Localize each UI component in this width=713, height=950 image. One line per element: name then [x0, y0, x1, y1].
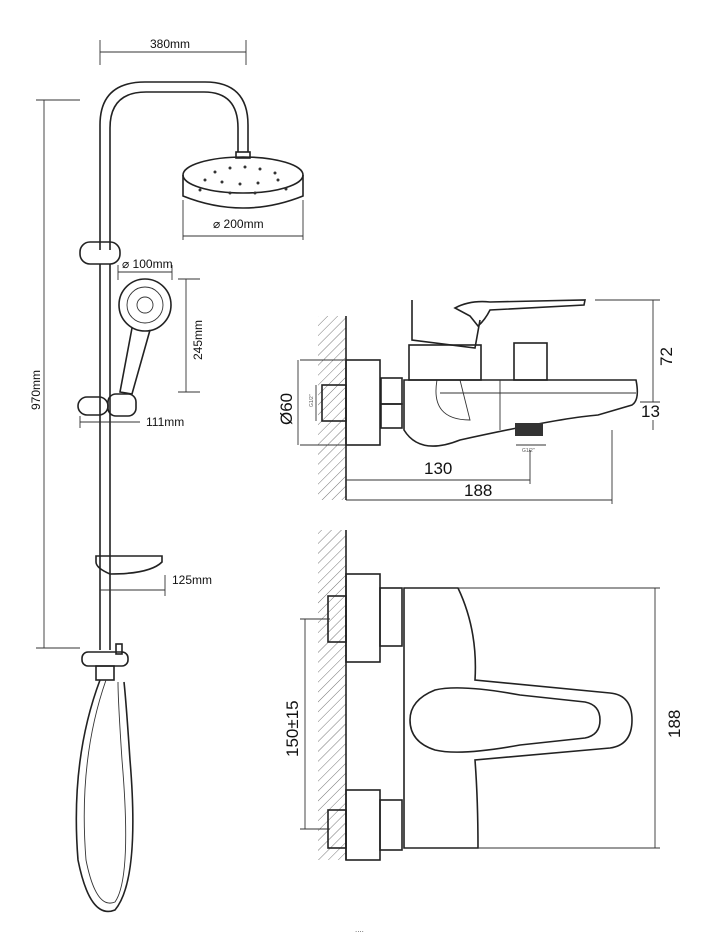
height-label: 72	[657, 347, 676, 366]
hand-shower	[118, 278, 172, 395]
outlet-thread	[515, 423, 543, 436]
lever-handle	[453, 299, 586, 328]
inlet-spacing-label: 150±15	[283, 700, 302, 757]
top-width-label: 188	[665, 710, 684, 738]
shower-set-drawing: 380mm ⌀ 200mm	[29, 37, 304, 913]
wall-hatch	[318, 530, 346, 860]
rain-shower-head	[182, 151, 304, 209]
spout-height-label: 13	[641, 402, 660, 421]
mixer-top-view: 150±15 188	[283, 530, 684, 861]
shower-hose	[75, 679, 134, 913]
inlet-thread-label: G1/2"	[309, 394, 315, 407]
diverter	[81, 643, 129, 681]
mixer-body-top	[403, 587, 633, 849]
soap-dish	[95, 555, 163, 575]
outlet-distance-label: 130	[424, 459, 452, 478]
shower-width-label: 380mm	[150, 37, 190, 51]
footer-mark: ....	[355, 925, 364, 934]
head-diameter-label: ⌀ 200mm	[213, 217, 264, 231]
flange-diameter-label: Ø60	[277, 393, 296, 425]
total-height-label: 970mm	[29, 370, 43, 410]
mixer-side-view: G1/2" Ø60 G1/2" 72 13 130	[277, 299, 676, 504]
mixer-body	[403, 379, 639, 447]
hand-shower-diameter-label: ⌀ 100mm	[122, 257, 173, 271]
holder-offset-label: 111mm	[146, 415, 184, 429]
depth-label: 188	[464, 481, 492, 500]
soap-dish-label: 125mm	[172, 573, 212, 587]
hand-shower-holder	[77, 393, 137, 417]
outlet-thread-label: G1/2"	[522, 448, 535, 454]
riser-pipe	[99, 81, 249, 250]
diverter-knob	[513, 342, 548, 381]
lever-top	[409, 687, 601, 753]
hand-shower-length-label: 245mm	[191, 320, 205, 360]
